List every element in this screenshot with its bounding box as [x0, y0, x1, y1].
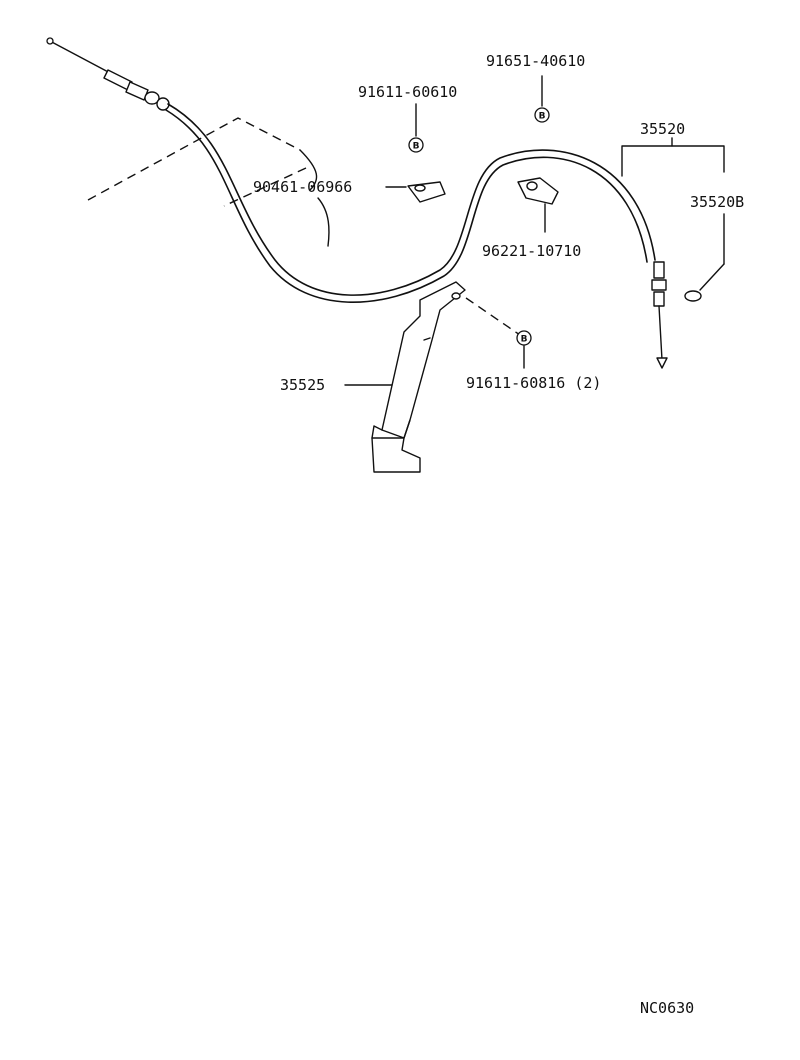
label-cable-assembly: 35520: [640, 120, 685, 138]
diagram-code: NC0630: [640, 999, 694, 1017]
body-outline-line-2: [223, 167, 307, 207]
bolt-bracket-symbol-text: B: [521, 335, 528, 345]
label-bolt-bracket: 91611-60816 (2): [466, 374, 601, 392]
bolt-mid-symbol-text: B: [413, 142, 420, 152]
body-outline-line: [87, 117, 301, 201]
bracket-bolt-dashline: [465, 297, 521, 336]
clip-left-drawing: [385, 181, 446, 203]
cable-end-rod-right: [658, 305, 663, 361]
cable-label-leaders: [621, 137, 725, 302]
cable-end-eye: [46, 37, 54, 45]
bracket-foot: [371, 419, 421, 473]
body-outline: [87, 117, 330, 247]
label-clip-left: 90461-06966: [253, 178, 352, 196]
bolt-bracket-callout: B: [516, 330, 532, 369]
label-cable-sub: 35520B: [690, 193, 744, 211]
bracket-arm: [381, 281, 466, 439]
cable-sub-leader-2: [699, 263, 725, 291]
cable-fitting-right: [653, 261, 665, 279]
clip-right-hole: [526, 181, 538, 191]
label-bolt-top: 91651-40610: [486, 52, 585, 70]
body-outline-curve: [299, 149, 318, 191]
cable-assembly-bracket: [621, 145, 725, 177]
bolt-mid-callout: B: [408, 103, 424, 153]
cable-end-rod: [47, 39, 113, 75]
label-bolt-mid: 91611-60610: [358, 83, 457, 101]
clip-right-drawing: [517, 177, 559, 233]
cable-assembly-drawing: [46, 37, 668, 369]
cable-fitting-left: [125, 81, 149, 101]
bolt-top-symbol: [534, 107, 550, 123]
bolt-bracket-symbol: [516, 330, 532, 346]
label-clip-right: 96221-10710: [482, 242, 581, 260]
bracket-slot: [423, 337, 431, 341]
bolt-mid-symbol: [408, 137, 424, 153]
bracket-foot-edge: [371, 425, 383, 439]
bracket-drawing: [344, 281, 521, 473]
clip-left-hole: [414, 184, 426, 192]
clip-right-body: [517, 177, 559, 205]
cable-nut-right: [651, 279, 667, 291]
clip-left-body: [407, 181, 446, 203]
bolt-top-symbol-text: B: [539, 112, 546, 122]
cable-sub-part: [684, 290, 702, 302]
cable-nut-right-2: [653, 291, 665, 307]
bolt-top-callout: B: [534, 75, 550, 123]
cable-end-tip-right: [656, 357, 668, 369]
label-bracket: 35525: [280, 376, 325, 394]
cable-nut-left: [144, 91, 160, 105]
bracket-hole: [451, 292, 461, 300]
cable-housing-outer: [167, 103, 656, 296]
body-outline-tail: [317, 197, 330, 247]
cable-housing-inner: [165, 109, 648, 304]
